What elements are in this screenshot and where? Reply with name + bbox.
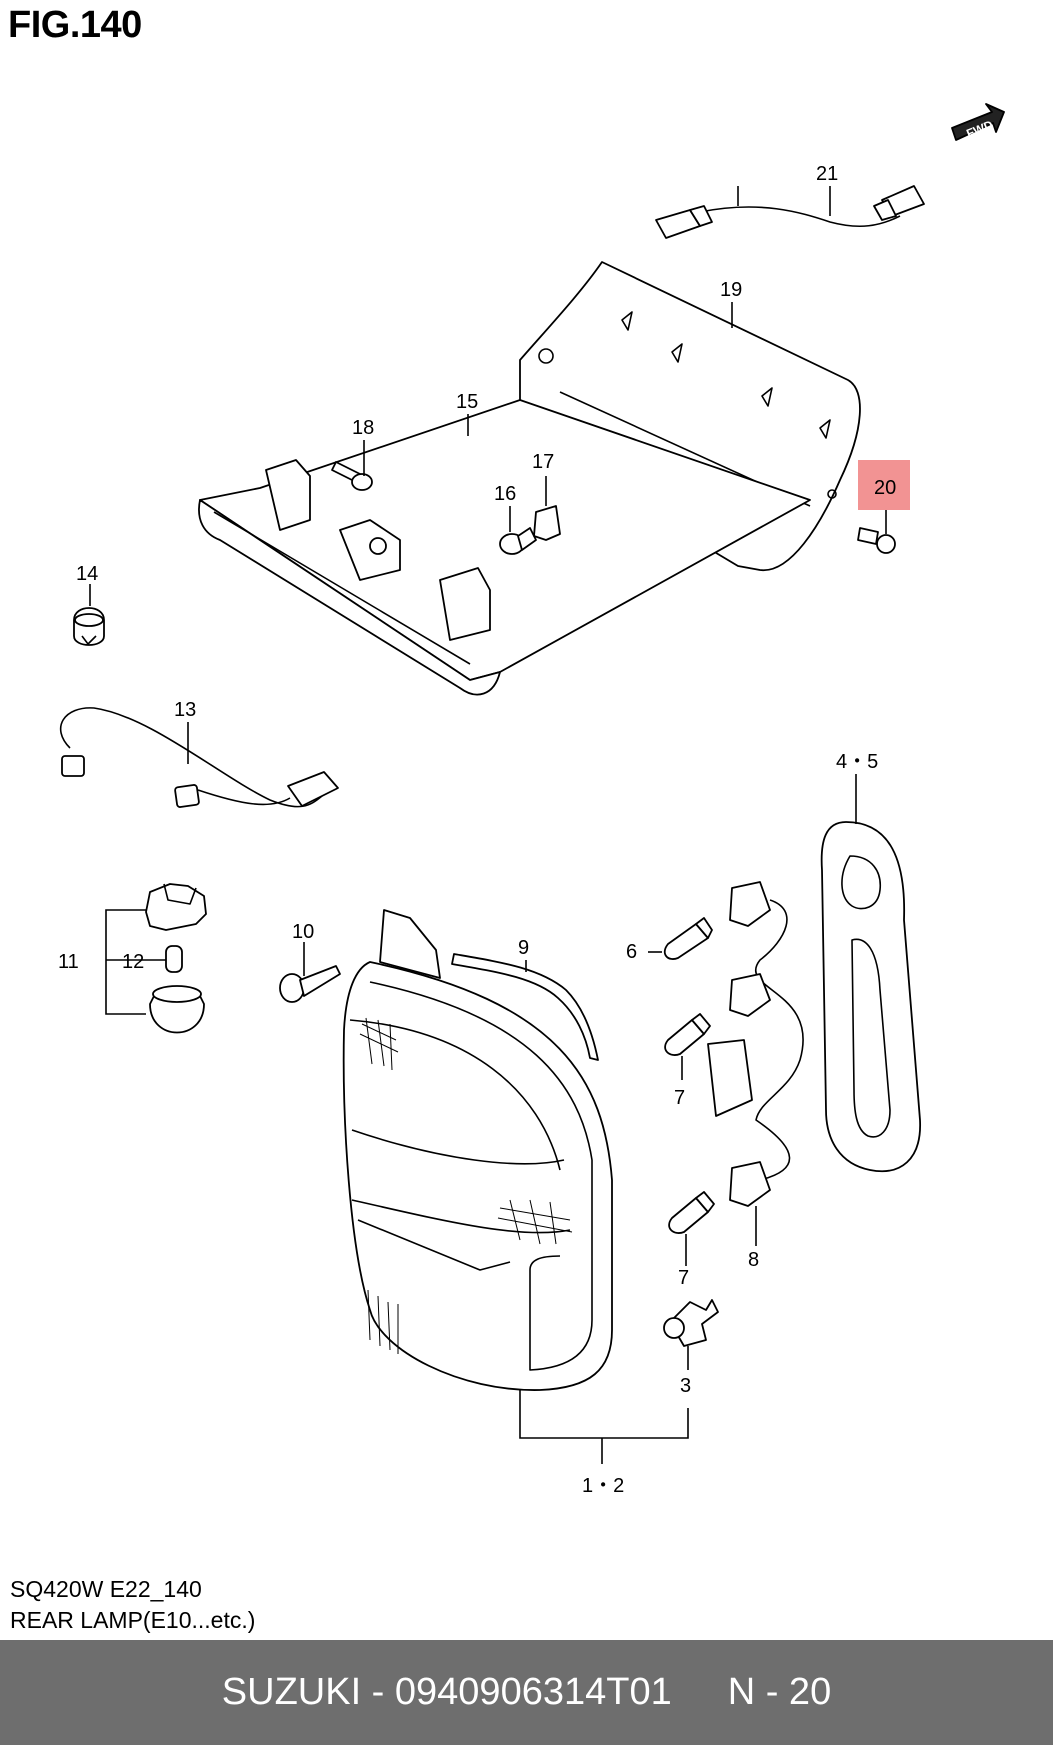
part-18-screw	[331, 461, 373, 491]
callout-14: 14	[76, 563, 98, 585]
part-7-bulb-upper	[664, 1013, 711, 1056]
reference-label: N - 20	[727, 1671, 832, 1713]
callout-3: 3	[680, 1375, 691, 1397]
callout-13: 13	[174, 699, 196, 721]
callout-15: 15	[456, 391, 478, 413]
callout-12: 12	[122, 951, 144, 973]
callout-11: 11	[58, 951, 79, 973]
callout-9: 9	[518, 937, 529, 959]
part-9-gasket	[451, 953, 599, 1061]
part-10-screw	[279, 965, 341, 1003]
part-6-bulb	[663, 917, 713, 960]
diagram-code: SQ420W E22_140	[10, 1576, 202, 1602]
callout-8: 8	[748, 1249, 759, 1271]
callout-19: 19	[720, 279, 742, 301]
part-8-socket-harness	[707, 881, 804, 1207]
callout-21: 21	[816, 163, 838, 185]
callout-10: 10	[292, 921, 314, 943]
callout-4-5: 4・5	[836, 751, 878, 773]
parts-diagram: FWD	[58, 103, 1005, 1497]
callout-7-lower: 7	[678, 1267, 689, 1289]
callout-6: 6	[626, 941, 637, 963]
part-20-clip	[857, 527, 896, 554]
part-21-harness	[655, 185, 925, 239]
callout-17: 17	[532, 451, 554, 473]
fwd-arrow-icon: FWD	[951, 103, 1005, 141]
callout-7-upper: 7	[674, 1087, 685, 1109]
part-4-5-gasket	[820, 821, 921, 1173]
part-7-bulb-lower	[668, 1191, 715, 1234]
part-17-socket	[533, 505, 561, 541]
part-16-bulb	[499, 527, 537, 555]
part-1-2-rear-lamp	[342, 909, 613, 1391]
part-12-bulb	[165, 945, 183, 973]
figure-title: FIG.140	[8, 4, 142, 46]
part-13-harness	[59, 707, 339, 808]
leader-lines	[89, 186, 887, 1464]
callout-20: 20	[874, 477, 896, 499]
highlight-box	[858, 460, 910, 510]
part-3-clip	[663, 1299, 719, 1347]
callout-18: 18	[352, 417, 374, 439]
part-11-socket	[145, 883, 207, 1034]
diagram-title: REAR LAMP(E10...etc.)	[10, 1607, 256, 1633]
callout-16: 16	[494, 483, 516, 505]
callout-1-2: 1・2	[582, 1475, 624, 1497]
part-footer: SUZUKI - 0940906314T01 N - 20	[0, 1640, 1053, 1745]
part-number-label: SUZUKI - 0940906314T01	[221, 1671, 672, 1713]
part-14-grommet	[73, 607, 105, 646]
